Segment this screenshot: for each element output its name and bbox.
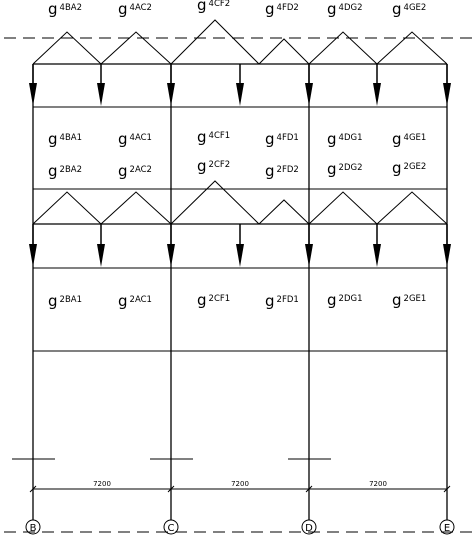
dimension-tick-b: [29, 485, 37, 493]
triangle-ba2: [32, 31, 102, 65]
triangle-2ac2: [100, 191, 172, 225]
triangle-dg2: [308, 31, 378, 65]
triangle-2ba2: [32, 191, 102, 225]
load-arrow: [373, 64, 381, 106]
dimension-cd: 7200: [231, 480, 249, 488]
axis-label-d: D: [305, 523, 313, 534]
axis-label-b: B: [30, 523, 37, 534]
axis-marker-d: D: [301, 519, 317, 535]
load-arrow: [443, 224, 451, 267]
dimension-tick-d: [305, 485, 313, 493]
triangle-2fd2: [258, 199, 310, 225]
load-arrow: [443, 64, 451, 106]
axis-label-e: E: [444, 523, 450, 534]
dimension-tick-e: [443, 485, 451, 493]
dimension-line: 7200 7200 7200: [29, 480, 451, 493]
axis-marker-e: E: [439, 519, 455, 535]
upper-load-triangles: [32, 19, 448, 65]
triangle-fd2: [258, 38, 310, 65]
dimension-de: 7200: [369, 480, 387, 488]
columns: [32, 64, 448, 520]
point-load-arrows: [29, 64, 451, 267]
axis-marker-b: B: [25, 519, 41, 535]
dimension-bc: 7200: [93, 480, 111, 488]
load-arrow: [29, 64, 37, 106]
triangle-2cf2: [170, 180, 260, 225]
triangle-2dg2: [308, 191, 378, 225]
axis-label-c: C: [168, 523, 175, 534]
load-arrow: [97, 224, 105, 267]
load-arrow: [373, 224, 381, 267]
triangle-ge2: [376, 31, 448, 65]
load-arrow: [236, 224, 244, 267]
dimension-tick-c: [167, 485, 175, 493]
load-arrow: [167, 224, 175, 267]
floor-lines: [33, 63, 447, 352]
load-arrow: [305, 224, 313, 267]
triangle-cf2: [170, 19, 260, 65]
axis-markers: B C D E: [25, 519, 455, 535]
triangle-2ge2: [376, 191, 448, 225]
axis-marker-c: C: [163, 519, 179, 535]
triangle-ac2: [100, 31, 172, 65]
load-arrow: [167, 64, 175, 106]
load-arrow: [236, 64, 244, 106]
lower-load-triangles: [32, 180, 448, 225]
load-arrow: [97, 64, 105, 106]
load-arrow: [305, 64, 313, 106]
load-arrow: [29, 224, 37, 267]
